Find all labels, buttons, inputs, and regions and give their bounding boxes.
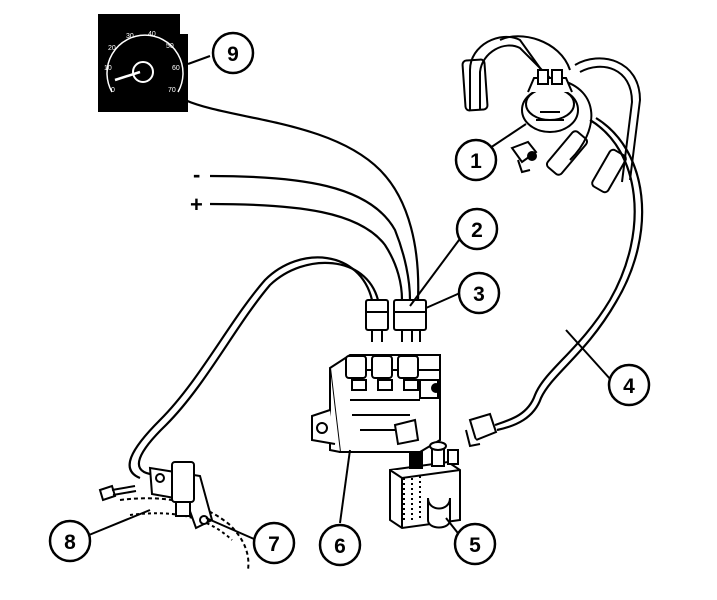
distributor-lead-inner	[496, 117, 644, 432]
svg-text:8: 8	[64, 531, 76, 554]
tach-tick-0: 0	[111, 87, 115, 94]
svg-text:7: 7	[268, 533, 280, 556]
callout-1: 1	[454, 138, 498, 182]
pickup-cable-inner	[137, 261, 380, 476]
callout-8: 8	[48, 519, 92, 563]
tach-tick-20: 20	[108, 45, 116, 52]
lead-terminal	[465, 412, 498, 448]
wire-connectors	[365, 299, 427, 342]
tach-tick-60: 60	[172, 65, 180, 72]
callout-9: 9	[211, 31, 255, 75]
distributor-lead-outer	[494, 119, 636, 427]
pickup-cable-outer	[128, 256, 374, 480]
tach-wire	[184, 98, 420, 301]
negative-wire	[209, 174, 412, 301]
tach-tick-70: 70	[168, 87, 176, 94]
callout-3: 3	[457, 271, 501, 315]
svg-text:6: 6	[334, 535, 346, 558]
pickup-coil-assembly	[98, 461, 250, 571]
tach-tick-50: 50	[166, 43, 174, 50]
distributor-cap	[461, 35, 642, 194]
svg-text:9: 9	[227, 43, 239, 66]
callout-4: 4	[607, 363, 651, 407]
svg-text:1: 1	[470, 150, 482, 173]
tach-tick-30: 30	[126, 33, 134, 40]
callout-5: 5	[453, 522, 497, 566]
negative-sign: -	[193, 162, 200, 187]
ignition-module	[311, 354, 441, 453]
tach-tick-40: 40	[148, 31, 156, 38]
svg-text:4: 4	[623, 375, 635, 398]
tach-tick-10: 10	[104, 65, 112, 72]
tachometer: 0 10 20 30 40 50 60 70	[98, 14, 188, 112]
positive-wire	[209, 202, 404, 301]
positive-sign: +	[190, 192, 203, 217]
svg-text:3: 3	[473, 283, 485, 306]
callout-2: 2	[455, 207, 499, 251]
callout-7: 7	[252, 521, 296, 565]
wiring	[128, 98, 644, 480]
callout-6: 6	[318, 523, 362, 567]
svg-text:2: 2	[471, 219, 483, 242]
leader-lines	[88, 55, 612, 540]
ignition-coil	[389, 441, 461, 530]
svg-text:5: 5	[469, 534, 481, 557]
